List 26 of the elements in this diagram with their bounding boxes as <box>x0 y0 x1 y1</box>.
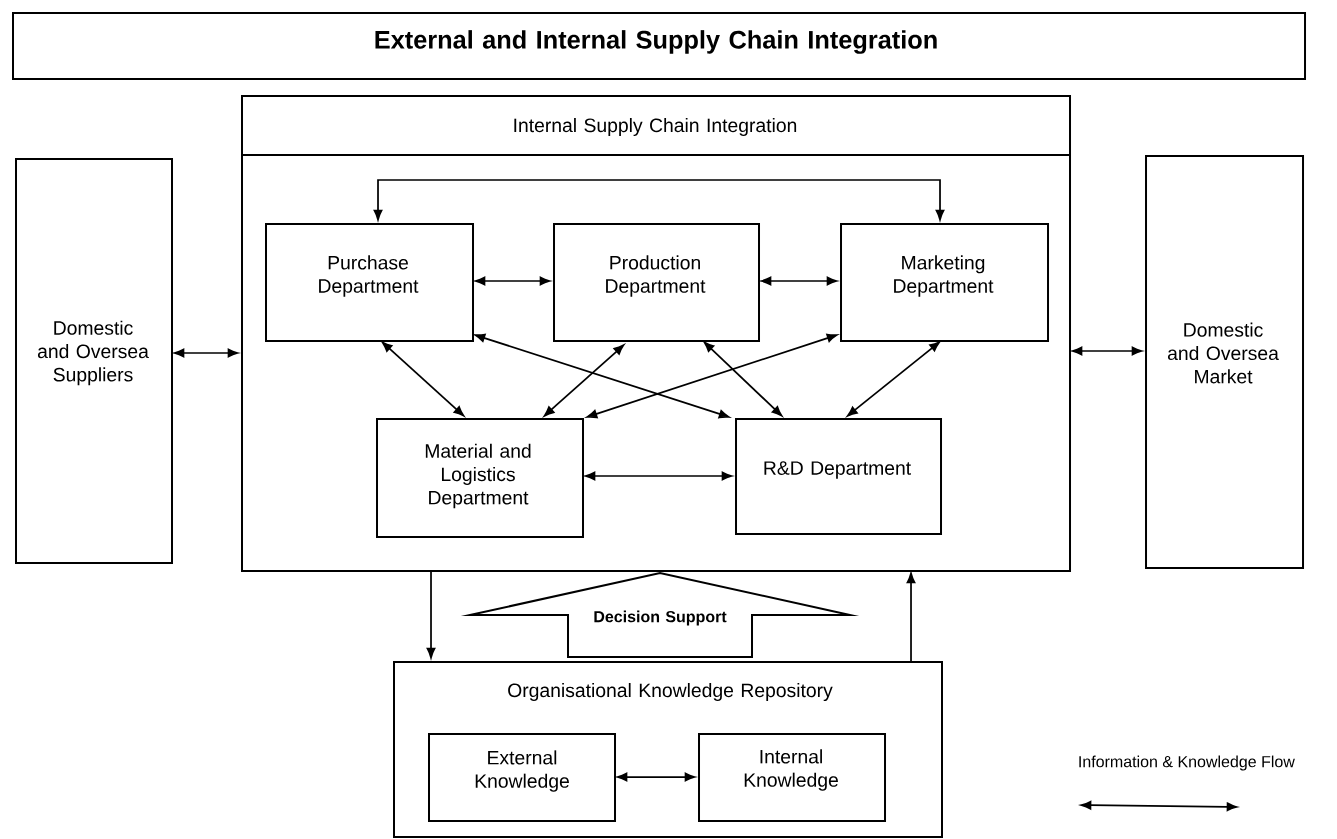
arrow <box>1071 346 1143 356</box>
process-box: Marketing Department <box>840 223 1049 342</box>
arrow <box>474 276 551 286</box>
process-box: Production Department <box>553 223 760 342</box>
process-box: Material and Logistics Department <box>376 418 584 538</box>
arrow <box>703 341 783 417</box>
legend-label: Information & Knowledge Flow <box>1079 755 1295 771</box>
arrow <box>381 341 465 417</box>
arrow <box>173 348 239 358</box>
arrow <box>373 179 945 221</box>
process-box: Purchase Department <box>265 223 474 342</box>
arrow <box>474 333 730 419</box>
process-box: Domestic and Oversea Market <box>1145 155 1304 569</box>
process-box: Domestic and Oversea Suppliers <box>15 158 173 564</box>
arrow <box>543 344 625 417</box>
title-box: External and Internal Supply Chain Integration <box>12 12 1306 80</box>
process-box: Internal Knowledge <box>698 733 886 822</box>
arrow <box>586 333 838 419</box>
arrow <box>616 772 696 782</box>
arrow <box>584 471 733 481</box>
process-box: External Knowledge <box>428 733 616 822</box>
process-box: R&D Department <box>735 418 942 535</box>
arrow <box>760 276 838 286</box>
arrow <box>426 569 436 659</box>
arrow <box>906 572 916 662</box>
arrow <box>846 341 941 417</box>
